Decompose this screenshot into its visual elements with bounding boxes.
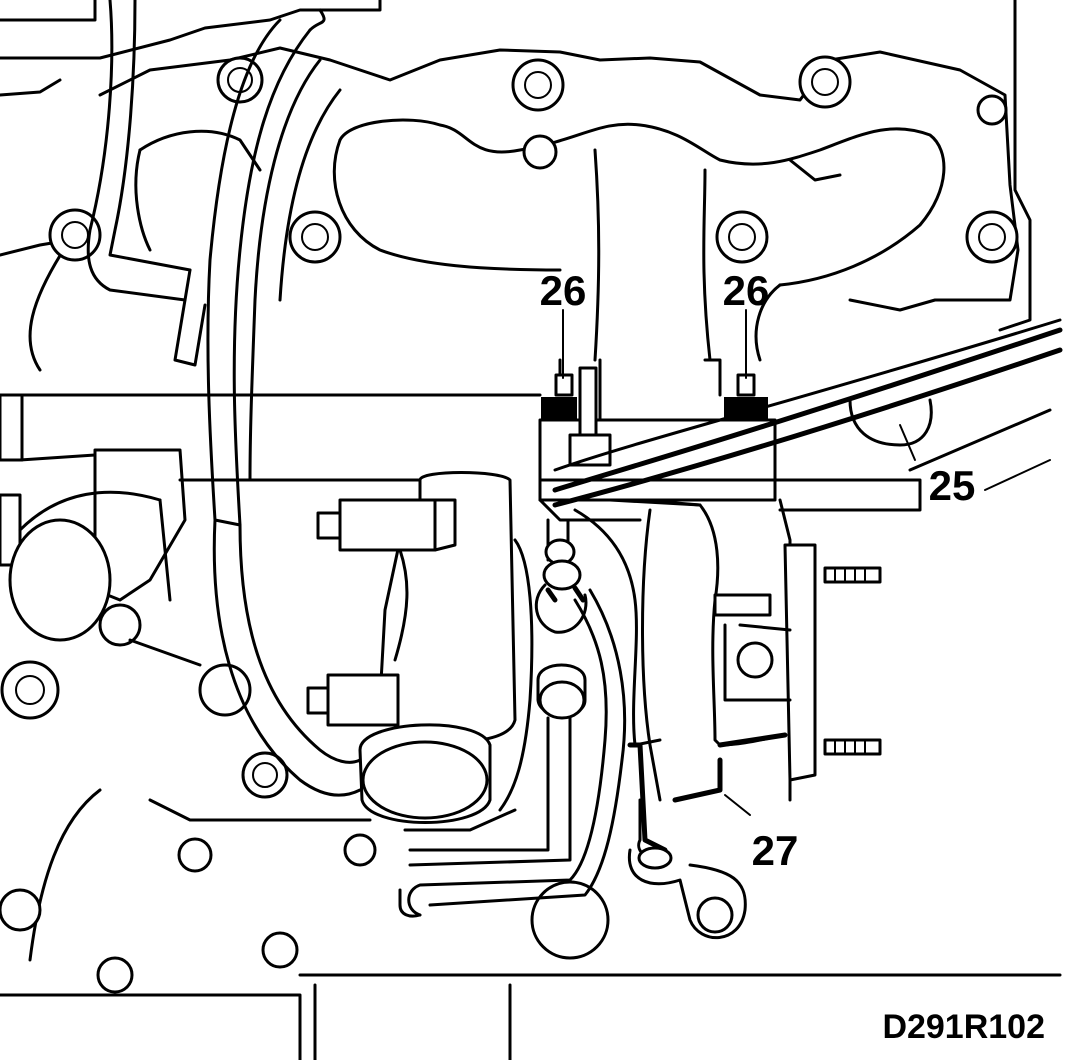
mounting-holes (0, 55, 1019, 994)
callout-27: 27 (752, 827, 799, 874)
turbo-housing (573, 498, 882, 940)
callout-26-right: 26 (723, 267, 770, 314)
coolant-hoses (86, 0, 362, 797)
leader-lines (562, 309, 1051, 816)
exhaust-manifold (98, 46, 1020, 362)
callout-25: 25 (929, 462, 976, 509)
figure-reference-code: D291R102 (882, 1008, 1045, 1046)
gasket-27 (627, 732, 788, 870)
wastegate-actuator (306, 471, 534, 832)
cylindrical-fitting (0, 393, 542, 667)
bolt-26-left (541, 366, 612, 467)
oil-feed-pipe (398, 518, 627, 918)
pipe-25 (552, 318, 1063, 508)
callout-26-left: 26 (540, 267, 587, 314)
